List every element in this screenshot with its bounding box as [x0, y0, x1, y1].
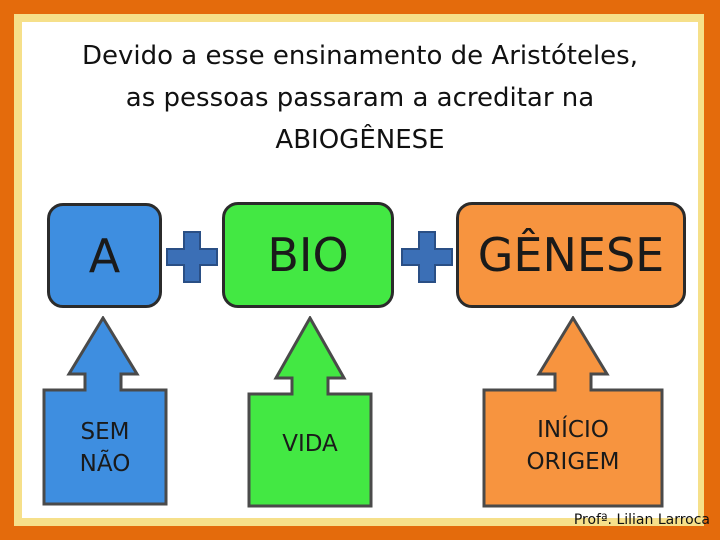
meaning-a-line1: SEM: [80, 419, 130, 445]
part-a-text: A: [88, 228, 121, 283]
plus-icon: [401, 231, 453, 283]
title-line-1: Devido a esse ensinamento de Aristóteles…: [81, 41, 638, 71]
author-credit: Profª. Lilian Larroca: [573, 512, 710, 528]
part-box-a: A: [47, 203, 162, 308]
part-genese-text: GÊNESE: [477, 228, 665, 282]
meaning-label-genese: INÍCIO ORIGEM: [484, 390, 662, 502]
part-bio-text: BIO: [267, 228, 349, 282]
meaning-label-bio: VIDA: [249, 390, 371, 498]
part-box-bio: BIO: [222, 202, 394, 308]
title-line-2: as pessoas passaram a acreditar na: [125, 83, 595, 113]
up-arrow-callout-genese: [482, 316, 664, 508]
meaning-genese-line2: ORIGEM: [526, 449, 620, 475]
meaning-genese-line1: INÍCIO: [537, 417, 609, 443]
up-arrow-callout-a: [42, 316, 168, 506]
slide-title: Devido a esse ensinamento de Aristóteles…: [0, 35, 720, 161]
title-line-3: ABIOGÊNESE: [275, 125, 445, 155]
meaning-bio-line1: VIDA: [282, 431, 338, 457]
meaning-label-a: SEM NÃO: [44, 394, 166, 502]
meaning-a-line2: NÃO: [79, 451, 131, 477]
plus-icon: [166, 231, 218, 283]
up-arrow-callout-bio: [247, 316, 373, 508]
part-box-genese: GÊNESE: [456, 202, 686, 308]
